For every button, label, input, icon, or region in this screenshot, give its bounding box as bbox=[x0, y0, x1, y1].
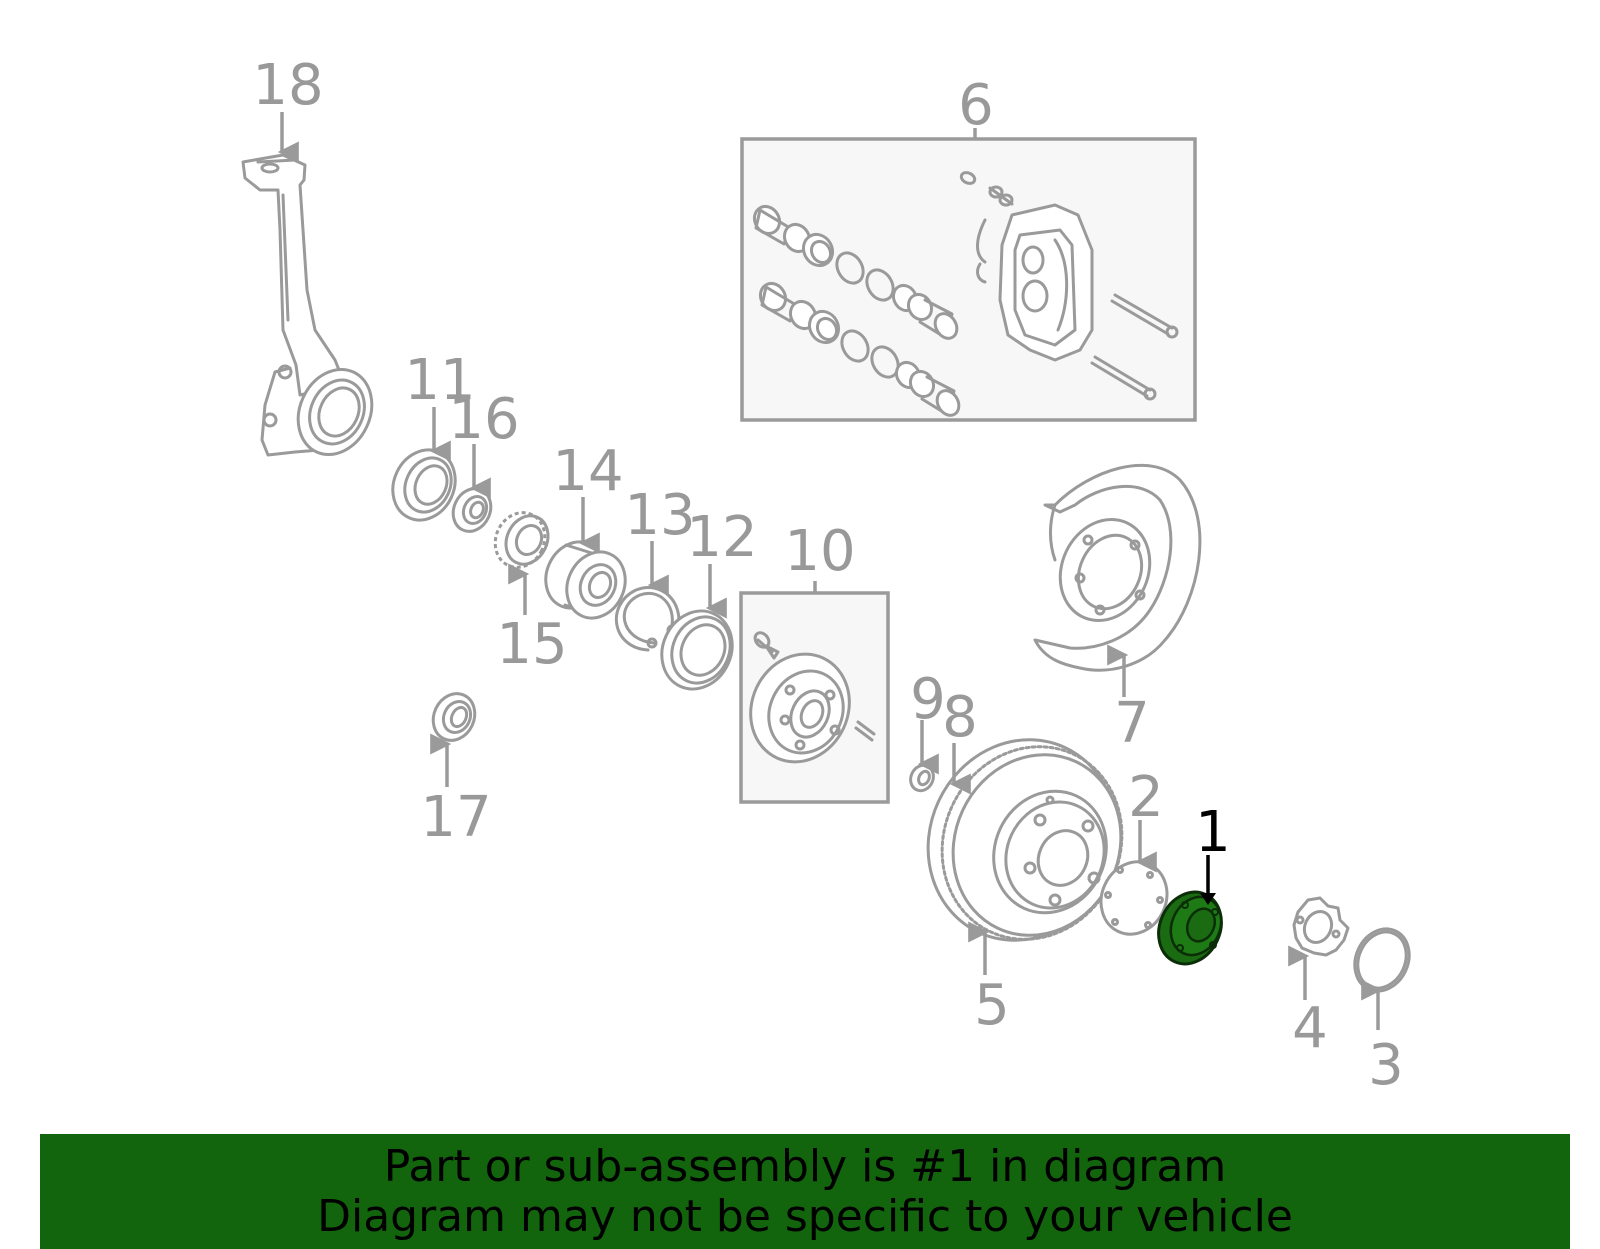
steering-knuckle[interactable] bbox=[241, 153, 385, 467]
seal-17[interactable] bbox=[426, 687, 483, 747]
callout-1: 1 bbox=[1195, 800, 1231, 865]
callout-17: 17 bbox=[420, 785, 491, 850]
hub-assembly[interactable] bbox=[733, 630, 876, 778]
callout-15: 15 bbox=[496, 612, 567, 677]
callout-3: 3 bbox=[1368, 1033, 1404, 1098]
snap-ring-13[interactable] bbox=[614, 586, 681, 652]
info-banner: Part or sub-assembly is #1 in diagram Di… bbox=[40, 1134, 1570, 1249]
banner-line-1: Part or sub-assembly is #1 in diagram bbox=[383, 1140, 1227, 1192]
callout-labels: 18 6 11 16 14 13 12 10 15 9 8 7 2 1 17 5… bbox=[252, 53, 1403, 1098]
callout-6: 6 bbox=[958, 73, 994, 138]
o-ring-3[interactable] bbox=[1345, 920, 1419, 1000]
lock-washer-4[interactable] bbox=[1292, 896, 1350, 957]
callout-13: 13 bbox=[624, 483, 695, 548]
caliper-kit[interactable] bbox=[750, 171, 1179, 420]
callout-2: 2 bbox=[1128, 765, 1164, 830]
dust-shield-7[interactable] bbox=[1033, 463, 1202, 672]
callout-12: 12 bbox=[686, 505, 757, 570]
callout-14: 14 bbox=[552, 439, 623, 504]
banner-line-2: Diagram may not be specific to your vehi… bbox=[317, 1190, 1293, 1242]
callout-10: 10 bbox=[784, 519, 855, 584]
callout-8: 8 bbox=[942, 685, 978, 750]
brake-rotor-5[interactable] bbox=[896, 709, 1154, 972]
callout-18: 18 bbox=[252, 53, 323, 118]
tone-ring-15[interactable] bbox=[486, 504, 555, 575]
callout-5: 5 bbox=[974, 973, 1010, 1038]
callout-11: 11 bbox=[404, 348, 475, 413]
callout-4: 4 bbox=[1292, 996, 1328, 1061]
callout-7: 7 bbox=[1114, 691, 1150, 756]
nut-9[interactable] bbox=[907, 762, 938, 795]
gasket-2[interactable] bbox=[1089, 851, 1178, 945]
callout-9: 9 bbox=[910, 667, 946, 732]
callout-16: 16 bbox=[448, 387, 519, 452]
hub-cap-part-1[interactable] bbox=[1147, 882, 1233, 974]
bearing-16[interactable] bbox=[446, 482, 497, 537]
seal-12[interactable] bbox=[649, 599, 744, 700]
leader-arrows bbox=[277, 112, 1383, 1030]
